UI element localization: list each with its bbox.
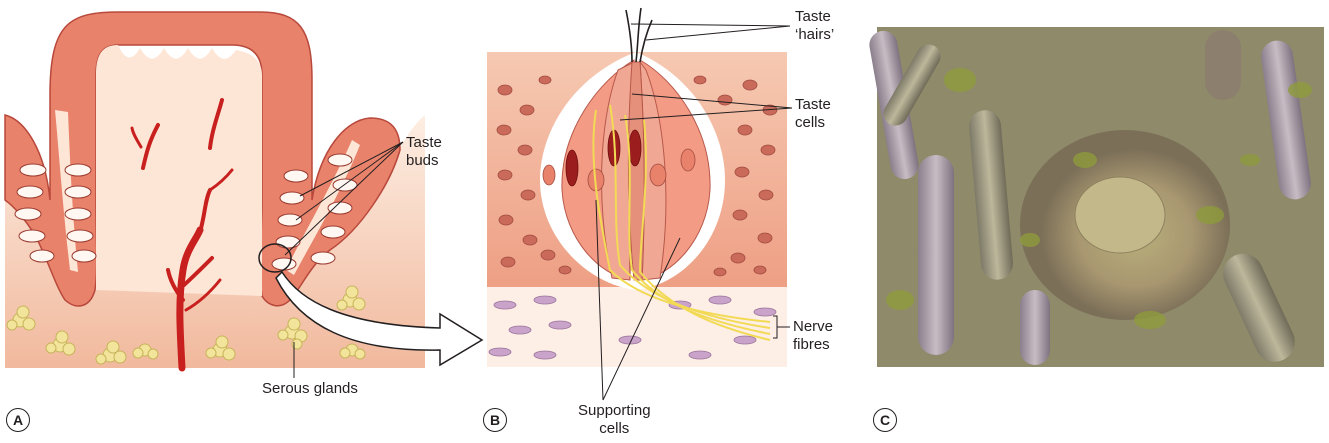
panel-c-micrograph xyxy=(867,27,1324,368)
nerve-fibres-label-line2: fibres xyxy=(793,336,833,354)
nerve-fibres-label: Nerve fibres xyxy=(793,318,833,354)
taste-buds-label-line2: buds xyxy=(406,152,442,170)
supporting-cells-label-line2: cells xyxy=(578,420,651,438)
panel-c-letter: C xyxy=(873,408,897,432)
supporting-cells-label: Supporting cells xyxy=(578,402,651,438)
taste-hairs-label-line1: Taste xyxy=(795,8,834,26)
supporting-cells-label-line1: Supporting xyxy=(578,402,651,420)
micrograph-pore-center xyxy=(1075,177,1165,253)
taste-buds-label: Taste buds xyxy=(406,134,442,170)
taste-cells-label: Taste cells xyxy=(795,96,831,132)
taste-cells-label-line2: cells xyxy=(795,114,831,132)
taste-cells-label-line1: Taste xyxy=(795,96,831,114)
panel-a-letter: A xyxy=(6,408,30,432)
nerve-fibres-label-line1: Nerve xyxy=(793,318,833,336)
papilla-core xyxy=(96,45,262,296)
serous-glands-label: Serous glands xyxy=(262,380,358,398)
taste-hairs-label: Taste ‘hairs’ xyxy=(795,8,834,44)
taste-buds-label-line1: Taste xyxy=(406,134,442,152)
panel-b-letter: B xyxy=(483,408,507,432)
taste-hairs-label-line2: ‘hairs’ xyxy=(795,26,834,44)
panel-b-taste-bud-diagram xyxy=(487,8,792,400)
panel-a-papilla-diagram xyxy=(5,12,482,378)
